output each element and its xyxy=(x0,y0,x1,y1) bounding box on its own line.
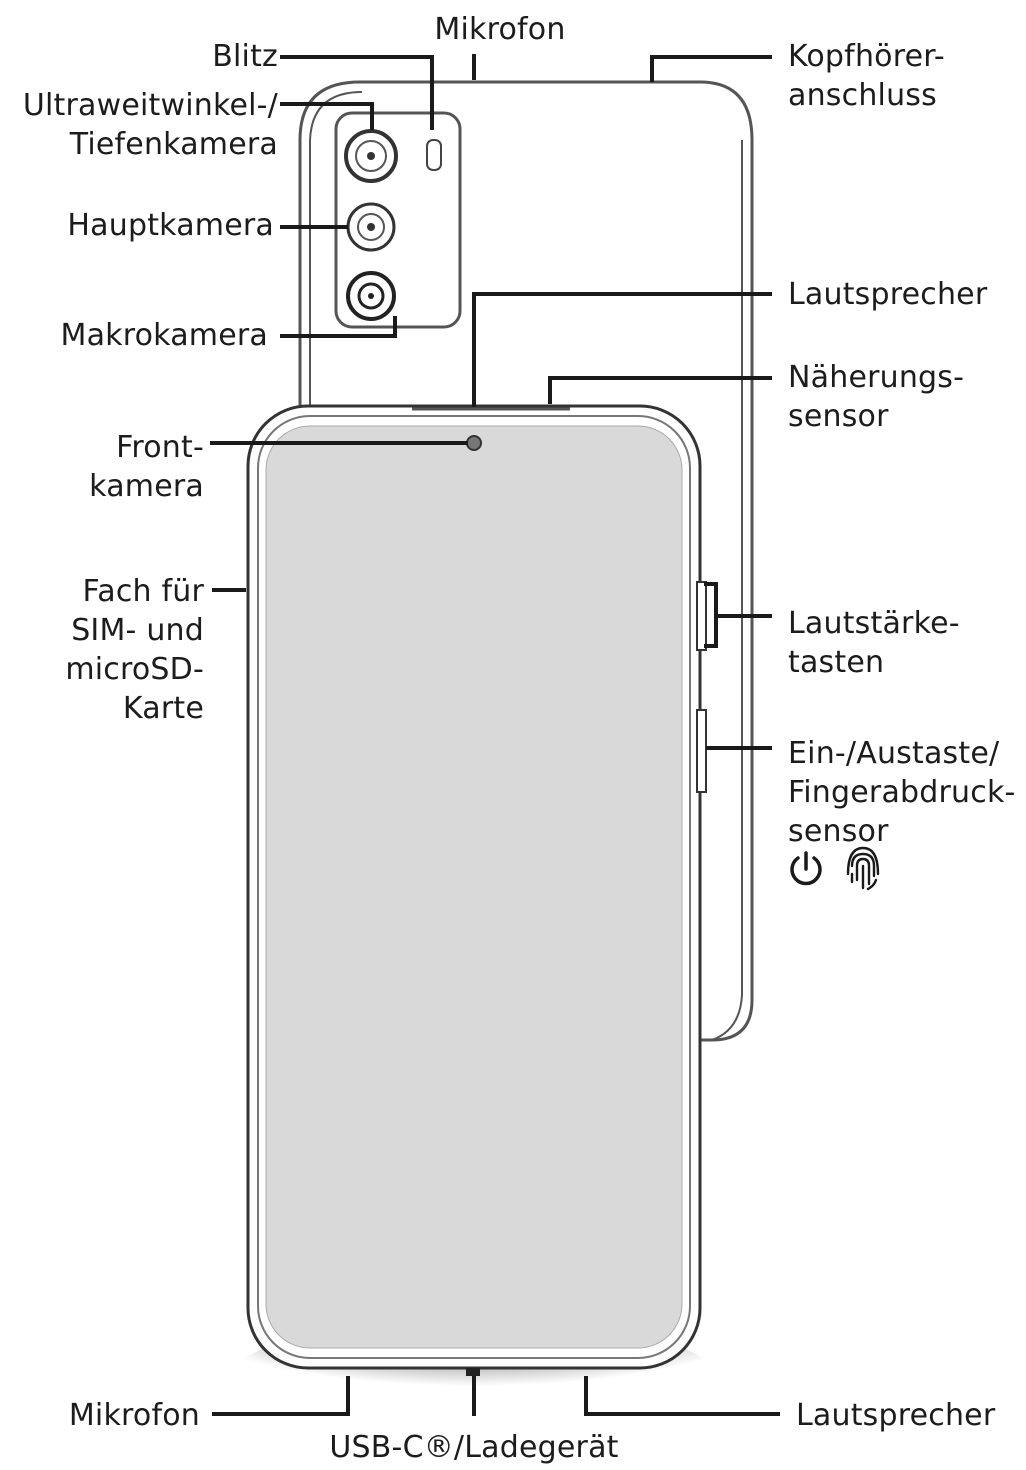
usb-c-port xyxy=(466,1368,480,1376)
label-ultraweitwinkel-tiefenkamera: Ultraweitwinkel-/ Tiefenkamera xyxy=(22,88,278,162)
label-fach-sim-microsd: Fach für SIM- und microSD- Karte xyxy=(65,574,204,726)
phone-back xyxy=(298,80,754,1042)
label-makrokamera: Makrokamera xyxy=(60,318,268,353)
fingerprint-icon xyxy=(846,846,880,891)
label-mikrofon-top: Mikrofon xyxy=(434,12,566,47)
label-ein-austaste-fingerabdrucksensor: Ein-/Austaste/ Fingerabdruck- sensor xyxy=(788,736,1016,849)
label-usb-c-ladegeraet: USB-C®/Ladegerät xyxy=(329,1430,619,1465)
label-mikrofon-bottom: Mikrofon xyxy=(68,1398,200,1433)
label-hauptkamera: Hauptkamera xyxy=(67,208,274,243)
power-icon xyxy=(790,851,822,886)
volume-buttons xyxy=(696,581,707,651)
camera-module xyxy=(334,111,462,329)
flash xyxy=(426,139,442,171)
front-camera-dot xyxy=(466,435,482,451)
screen xyxy=(265,425,683,1349)
label-lautstaerketasten: Lautstärke- tasten xyxy=(788,606,960,680)
label-blitz: Blitz xyxy=(212,39,278,74)
leader-lines xyxy=(210,54,780,1416)
main-camera-lens xyxy=(346,202,396,252)
label-kopfhoereranschluss: Kopfhörer- anschluss xyxy=(788,39,945,113)
macro-camera-lens xyxy=(346,271,396,321)
power-button xyxy=(696,709,707,793)
label-frontkamera: Front- kamera xyxy=(89,430,204,504)
label-lautsprecher-bottom: Lautsprecher xyxy=(796,1398,996,1433)
ultrawide-camera-lens xyxy=(344,129,398,183)
label-naeherungssensor: Näherungs- sensor xyxy=(788,360,965,434)
phone-front xyxy=(246,404,707,1376)
label-lautsprecher-top: Lautsprecher xyxy=(788,277,988,312)
